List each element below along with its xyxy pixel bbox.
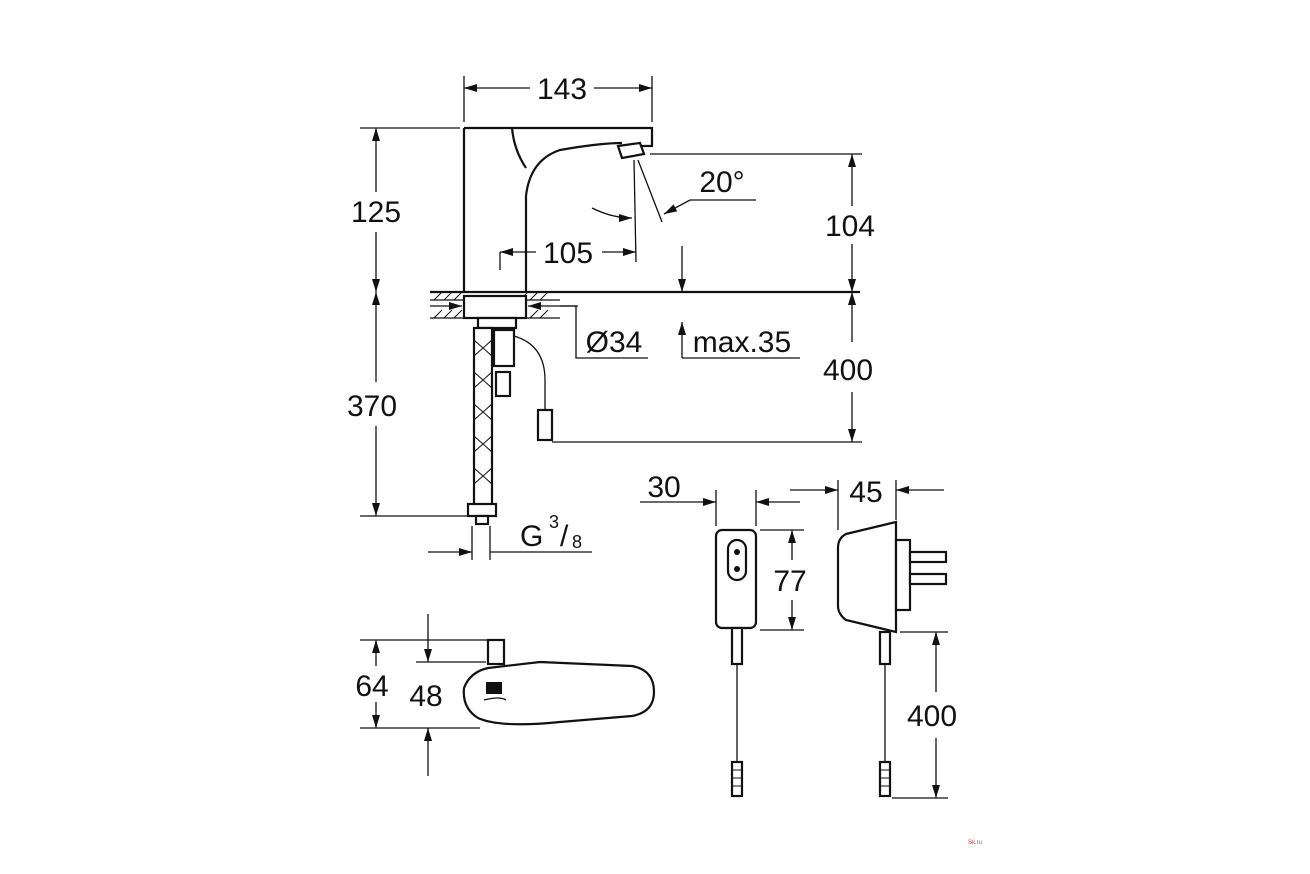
dim-adapter-front-width: 30 [640, 471, 800, 526]
dim-faucet-height: 125 [351, 127, 460, 292]
dim-hose-length-label: 370 [347, 390, 397, 423]
faucet-side-view [430, 126, 860, 526]
dim-thread-main: G [520, 520, 543, 553]
dim-adapter-side-width: 45 [790, 476, 944, 530]
dim-top-width-label: 143 [537, 73, 587, 106]
dim-hole-diameter-label: Ø34 [586, 326, 643, 359]
dim-adapter-side-width-label: 45 [849, 476, 882, 509]
dim-spout-reach-label: 105 [543, 237, 593, 270]
dim-hose-length: 370 [347, 292, 470, 517]
dim-adapter-height-label: 77 [773, 565, 806, 598]
dim-adapter-front-width-label: 30 [647, 471, 680, 504]
dim-cable-length-faucet-label: 400 [823, 354, 873, 387]
power-adapter-front [714, 528, 758, 798]
dim-thread-den: 8 [572, 532, 582, 552]
dim-max-thickness: max.35 [678, 322, 800, 359]
dim-plan-width-label: 48 [409, 680, 442, 713]
dim-plan-depth: 64 [355, 639, 500, 729]
dim-spout-height-label: 104 [825, 210, 875, 243]
power-adapter-side [836, 520, 948, 798]
dim-hole-diameter: Ø34 [430, 302, 648, 359]
dim-plan-depth-label: 64 [355, 670, 388, 703]
dim-cable-length-faucet: 400 [552, 292, 873, 443]
dim-faucet-height-label: 125 [351, 196, 401, 229]
dim-plan-width: 48 [409, 614, 486, 776]
dim-spout-reach: 105 [499, 237, 636, 270]
dim-max-thickness-label: max.35 [693, 326, 791, 359]
faucet-plan-view [462, 638, 656, 726]
counter-hatch [430, 291, 560, 319]
dim-adapter-cable-length-label: 400 [907, 700, 957, 733]
dim-spout-height: 104 [650, 153, 875, 292]
dim-thread-slash: / [560, 520, 569, 553]
dim-top-width: 143 [463, 73, 653, 122]
dim-spray-angle: 20° [591, 159, 756, 263]
dim-spray-angle-label: 20° [699, 166, 744, 199]
dim-thread: G 3 / 8 [428, 512, 592, 560]
dim-adapter-cable-length: 400 [892, 631, 957, 799]
dim-thread-num: 3 [549, 512, 559, 532]
dim-adapter-height: 77 [760, 529, 807, 631]
watermark: Sk.ru [968, 840, 983, 846]
